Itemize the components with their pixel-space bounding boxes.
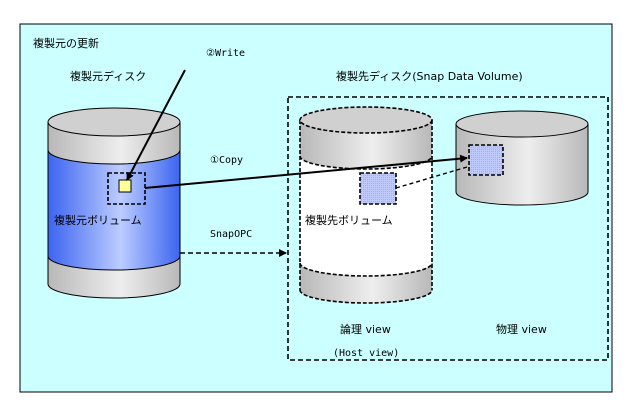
source-disk-cylinder: [47, 107, 181, 299]
mapping-line: [395, 166, 468, 189]
source-disk-label: 複製元ディスク: [70, 69, 146, 83]
write-arrow: [126, 69, 186, 181]
target-disk-label: 複製先ディスク(Snap Data Volume): [336, 69, 523, 83]
diagram-title: 複製元の更新: [33, 36, 99, 50]
copy-label: ①Copy: [210, 155, 243, 166]
source-volume-label: 複製元ボリューム: [54, 213, 142, 227]
source-volume-band: [48, 150, 180, 270]
physical-copied-block: [468, 144, 504, 176]
write-label: ②Write: [206, 48, 245, 59]
target-disk-group: [287, 96, 609, 361]
updated-area-outline: [107, 172, 146, 205]
updated-block: [118, 179, 132, 193]
logical-view-label: 論理 view: [340, 322, 391, 336]
logical-target-cylinder: [299, 106, 433, 304]
copy-arrow: [144, 154, 468, 189]
physical-view-label: 物理 view: [496, 322, 547, 336]
logical-copied-block: [359, 172, 397, 205]
host-view-label: (Host view): [333, 348, 399, 359]
target-volume-label: 複製先ボリューム: [305, 213, 393, 227]
snapopc-label: SnapOPC: [210, 229, 252, 240]
